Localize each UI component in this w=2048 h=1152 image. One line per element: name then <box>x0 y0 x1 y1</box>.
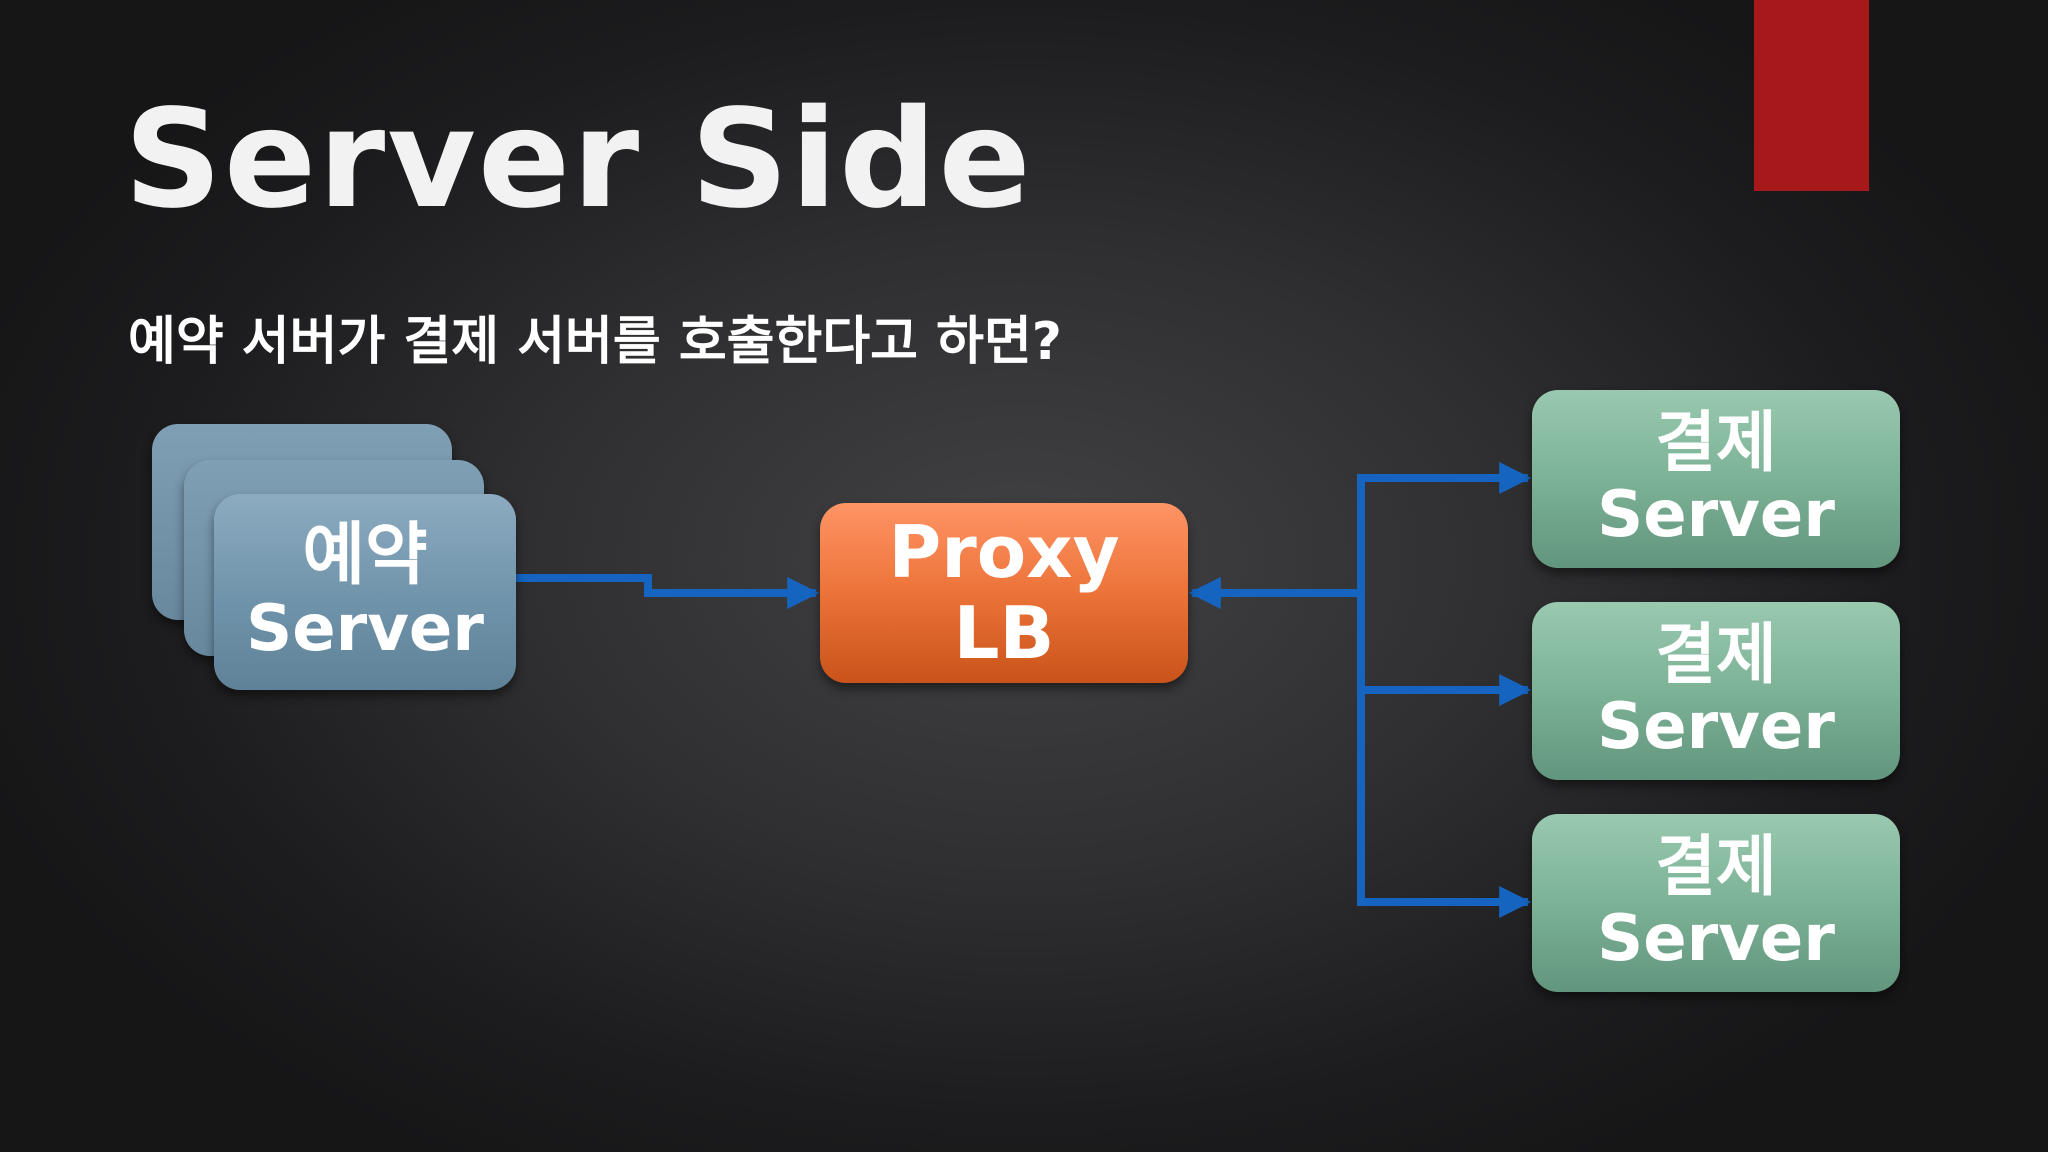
payment-server-label: Server <box>1597 478 1835 553</box>
payment-server-label-ko: 결제 <box>1655 404 1777 482</box>
payment-server-label-ko: 결제 <box>1655 616 1777 694</box>
reservation-server-label: Server <box>246 592 484 667</box>
payment-server-label-ko: 결제 <box>1655 828 1777 906</box>
slide-subtitle: 예약 서버가 결제 서버를 호출한다고 하면? <box>128 312 1062 372</box>
accent-bar <box>1754 0 1869 191</box>
proxy-label: Proxy <box>888 510 1120 595</box>
slide-title: Server Side <box>124 81 1033 239</box>
reservation-proxy-arrow <box>480 562 820 609</box>
payment-server-node-1: 결제 Server <box>1532 390 1900 568</box>
payment-server-label: Server <box>1597 902 1835 977</box>
reservation-server-node: 예약 Server <box>214 494 516 690</box>
payment-server-label: Server <box>1597 690 1835 765</box>
payment-server-node-2: 결제 Server <box>1532 602 1900 780</box>
lb-label: LB <box>953 591 1055 675</box>
payment-server-node-3: 결제 Server <box>1532 814 1900 992</box>
reservation-server-label-ko: 예약 <box>302 516 428 596</box>
proxy-lb-node: Proxy LB <box>820 503 1188 683</box>
